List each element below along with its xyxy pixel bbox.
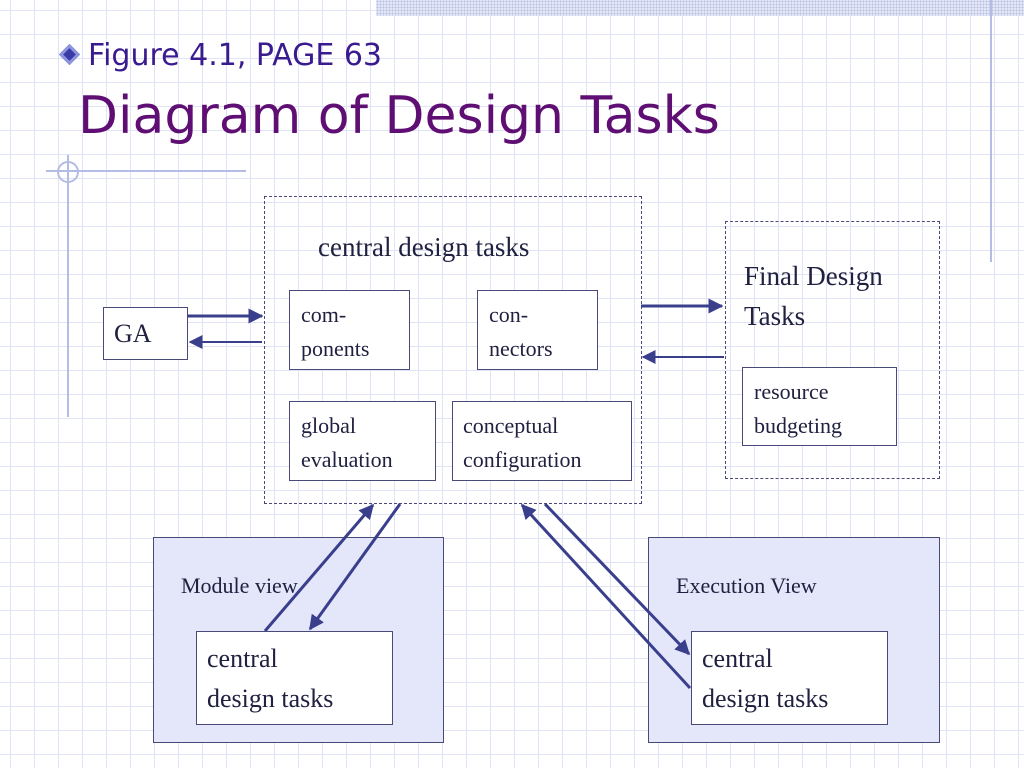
final-design-tasks-region: [725, 221, 940, 479]
global-evaluation-line-2: evaluation: [301, 447, 393, 472]
execution-view-label: Execution View: [676, 573, 817, 598]
central-design-tasks-region: [264, 196, 642, 504]
module-view-label: Module view: [181, 573, 298, 598]
arrow-execution-to-central: [520, 503, 692, 690]
left-decor-hline: [46, 170, 246, 172]
connectors-box: con- nectors: [477, 290, 598, 370]
components-line-2: ponents: [301, 336, 370, 361]
global-evaluation-line-1: global: [301, 413, 356, 438]
resource-budgeting-box: resource budgeting: [742, 367, 897, 446]
global-evaluation-box: global evaluation: [289, 401, 436, 481]
arrow-central-to-execution: [543, 502, 691, 656]
execution-central-design-tasks-box: central design tasks: [691, 631, 888, 725]
right-decor-line: [990, 0, 992, 262]
connectors-line-1: con-: [489, 302, 529, 327]
final-design-tasks-line-1: Final Design: [744, 261, 883, 291]
slide-title: Diagram of Design Tasks: [78, 86, 720, 146]
final-design-tasks-label: Final Design Tasks: [744, 256, 883, 336]
left-decor-vline: [67, 155, 69, 417]
top-decor-band: [376, 0, 1024, 16]
final-design-tasks-line-2: Tasks: [744, 301, 806, 331]
execution-central-line-1: central: [702, 644, 773, 673]
resource-budgeting-line-1: resource: [754, 379, 829, 404]
arrow-central-to-module: [308, 503, 402, 631]
conceptual-configuration-line-1: conceptual: [463, 413, 559, 438]
components-line-1: com-: [301, 302, 347, 327]
slide-subtitle: Figure 4.1, PAGE 63: [58, 38, 382, 78]
decor-circle: [57, 161, 79, 183]
ga-box: GA: [103, 307, 188, 360]
subtitle-text: Figure 4.1, PAGE 63: [88, 38, 382, 73]
module-central-design-tasks-box: central design tasks: [196, 631, 393, 725]
module-central-line-2: design tasks: [207, 684, 334, 713]
components-box: com- ponents: [289, 290, 410, 370]
execution-central-line-2: design tasks: [702, 684, 829, 713]
conceptual-configuration-line-2: configuration: [463, 447, 582, 472]
ga-label: GA: [114, 319, 152, 348]
connectors-line-2: nectors: [489, 336, 553, 361]
central-design-tasks-label: central design tasks: [318, 232, 530, 262]
conceptual-configuration-box: conceptual configuration: [452, 401, 632, 481]
resource-budgeting-line-2: budgeting: [754, 413, 842, 438]
arrow-module-to-central: [263, 503, 375, 632]
module-central-line-1: central: [207, 644, 278, 673]
